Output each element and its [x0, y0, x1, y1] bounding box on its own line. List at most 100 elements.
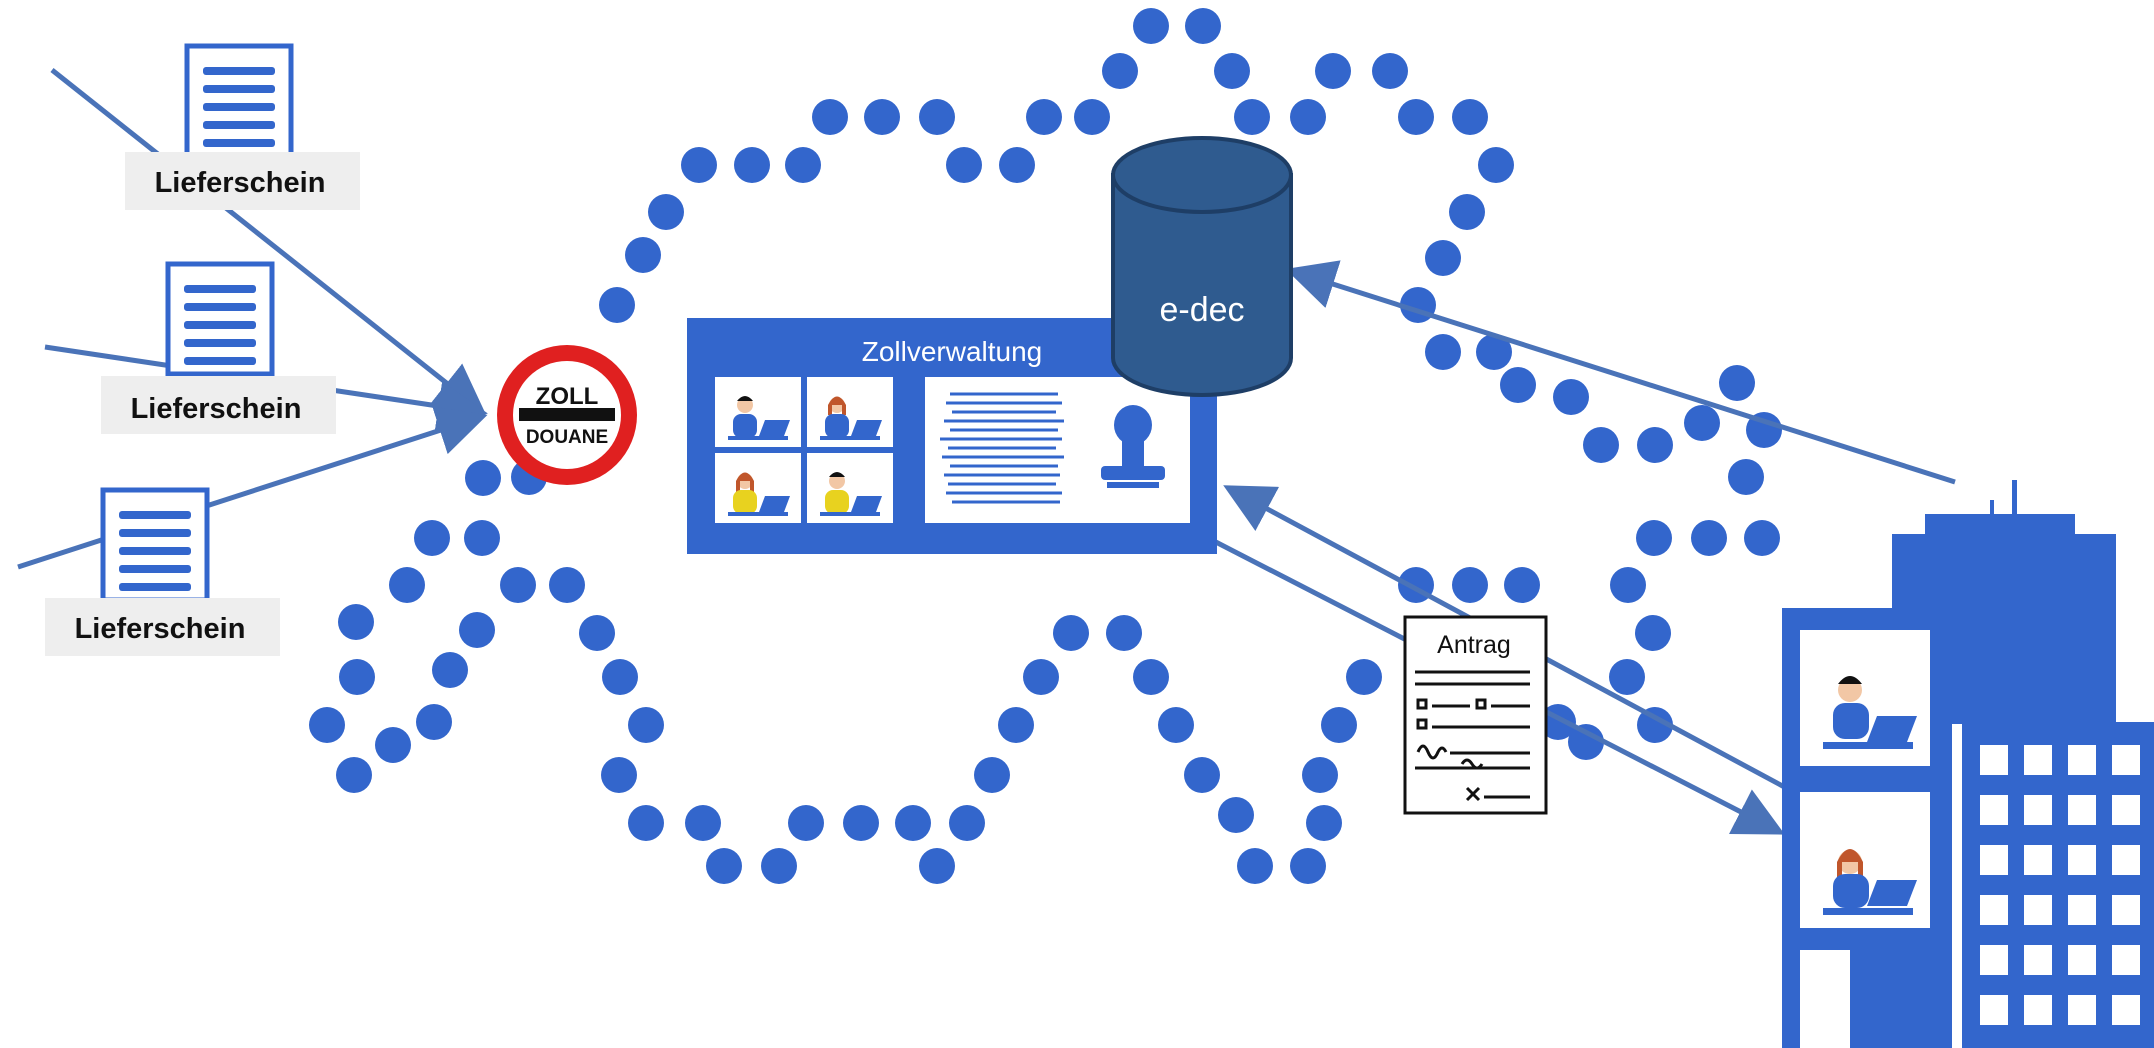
cloud-dot	[1635, 615, 1671, 651]
cloud-dot	[919, 99, 955, 135]
cloud-dot	[465, 460, 501, 496]
building-window	[2024, 895, 2052, 925]
cloud-dot	[949, 805, 985, 841]
building-window	[2112, 845, 2140, 875]
delivery-note-label: Lieferschein	[155, 167, 326, 199]
building-window	[2112, 895, 2140, 925]
building-window	[1980, 945, 2008, 975]
delivery-note-label: Lieferschein	[131, 393, 302, 425]
building-icon	[1782, 480, 2154, 1048]
cloud-dot	[785, 147, 821, 183]
cloud-dot	[338, 604, 374, 640]
arrows-group	[17, 68, 1956, 835]
label-background	[125, 152, 360, 210]
cloud-dot	[1609, 659, 1645, 695]
building-windows	[1980, 745, 2140, 1025]
cloud-dot	[1184, 757, 1220, 793]
zoll-sign-top-text: ZOLL	[536, 383, 599, 410]
arrow-note1-to-zoll	[50, 68, 486, 415]
cloud-dot	[1158, 707, 1194, 743]
cloud-dot	[601, 757, 637, 793]
customs-office-title: Zollverwaltung	[862, 336, 1043, 367]
zoll-sign-icon: ZOLL DOUANE	[497, 345, 637, 485]
cloud-dot	[1449, 194, 1485, 230]
stamped-document	[925, 377, 1190, 523]
cloud-dot	[1102, 53, 1138, 89]
cloud-dot	[1346, 659, 1382, 695]
building-window	[1980, 845, 2008, 875]
cloud-dot	[628, 805, 664, 841]
cloud-dot	[1425, 334, 1461, 370]
cloud-dot	[1637, 707, 1673, 743]
customs-office-panel: Zollverwaltung	[687, 318, 1217, 554]
cloud-dot	[1452, 567, 1488, 603]
arrow-building-to-edec	[1285, 260, 1956, 485]
cloud-dot	[864, 99, 900, 135]
cloud-dot	[1315, 53, 1351, 89]
antenna-icon	[1990, 480, 2017, 520]
cloud-dot	[812, 99, 848, 135]
stamp-icon	[1101, 405, 1165, 488]
building-window	[2112, 945, 2140, 975]
person-icon	[728, 396, 790, 440]
cloud-dot	[1398, 99, 1434, 135]
cloud-dot	[1218, 797, 1254, 833]
delivery-note-1: Lieferschein	[125, 43, 360, 210]
document-icon	[165, 261, 275, 377]
cloud-dot	[579, 615, 615, 651]
cloud-dot	[1372, 53, 1408, 89]
cloud-dot	[1746, 412, 1782, 448]
cloud-dot	[549, 567, 585, 603]
cloud-dot	[1106, 615, 1142, 651]
cloud-dot	[1133, 659, 1169, 695]
cloud-dot	[1321, 707, 1357, 743]
database-icon: e-dec	[1111, 136, 1293, 397]
cloud-dot	[1610, 567, 1646, 603]
building-window	[2024, 845, 2052, 875]
building-window	[2068, 845, 2096, 875]
cloud-dot	[1553, 379, 1589, 415]
cloud-dot	[309, 707, 345, 743]
cloud-dot	[625, 237, 661, 273]
cloud-dot	[1026, 99, 1062, 135]
building-window	[2112, 995, 2140, 1025]
person-icon	[1823, 849, 1917, 915]
cloud-dot	[628, 707, 664, 743]
cloud-dot	[1302, 757, 1338, 793]
delivery-note-label: Lieferschein	[75, 613, 246, 645]
cloud-dot	[761, 848, 797, 884]
cloud-dot	[1637, 427, 1673, 463]
cloud-dot	[1023, 659, 1059, 695]
building-window	[2024, 795, 2052, 825]
cloud-dot	[1691, 520, 1727, 556]
cloud-dot	[1728, 459, 1764, 495]
cloud-dot	[974, 757, 1010, 793]
cloud-dot	[1053, 615, 1089, 651]
cloud-dot	[1719, 365, 1755, 401]
cloud-dot	[1744, 520, 1780, 556]
cloud-dot	[1306, 805, 1342, 841]
cloud-dot	[1583, 427, 1619, 463]
dotted-cloud-outline	[309, 8, 1782, 884]
cloud-dot	[459, 612, 495, 648]
cloud-dot	[1636, 520, 1672, 556]
cloud-dot	[416, 704, 452, 740]
cloud-dot	[1568, 724, 1604, 760]
building-window	[2112, 745, 2140, 775]
cloud-dot	[336, 757, 372, 793]
cloud-dot	[1234, 99, 1270, 135]
cloud-dot	[648, 194, 684, 230]
building-window	[2068, 945, 2096, 975]
building-window	[2068, 795, 2096, 825]
cloud-dot	[685, 805, 721, 841]
cloud-dot	[389, 567, 425, 603]
label-background	[101, 376, 336, 434]
cloud-dot	[1290, 99, 1326, 135]
label-background	[45, 598, 280, 656]
cloud-dot	[706, 848, 742, 884]
person-icon	[820, 396, 882, 440]
staff-grid	[715, 377, 893, 523]
building-window	[2068, 995, 2096, 1025]
cloud-dot	[500, 567, 536, 603]
